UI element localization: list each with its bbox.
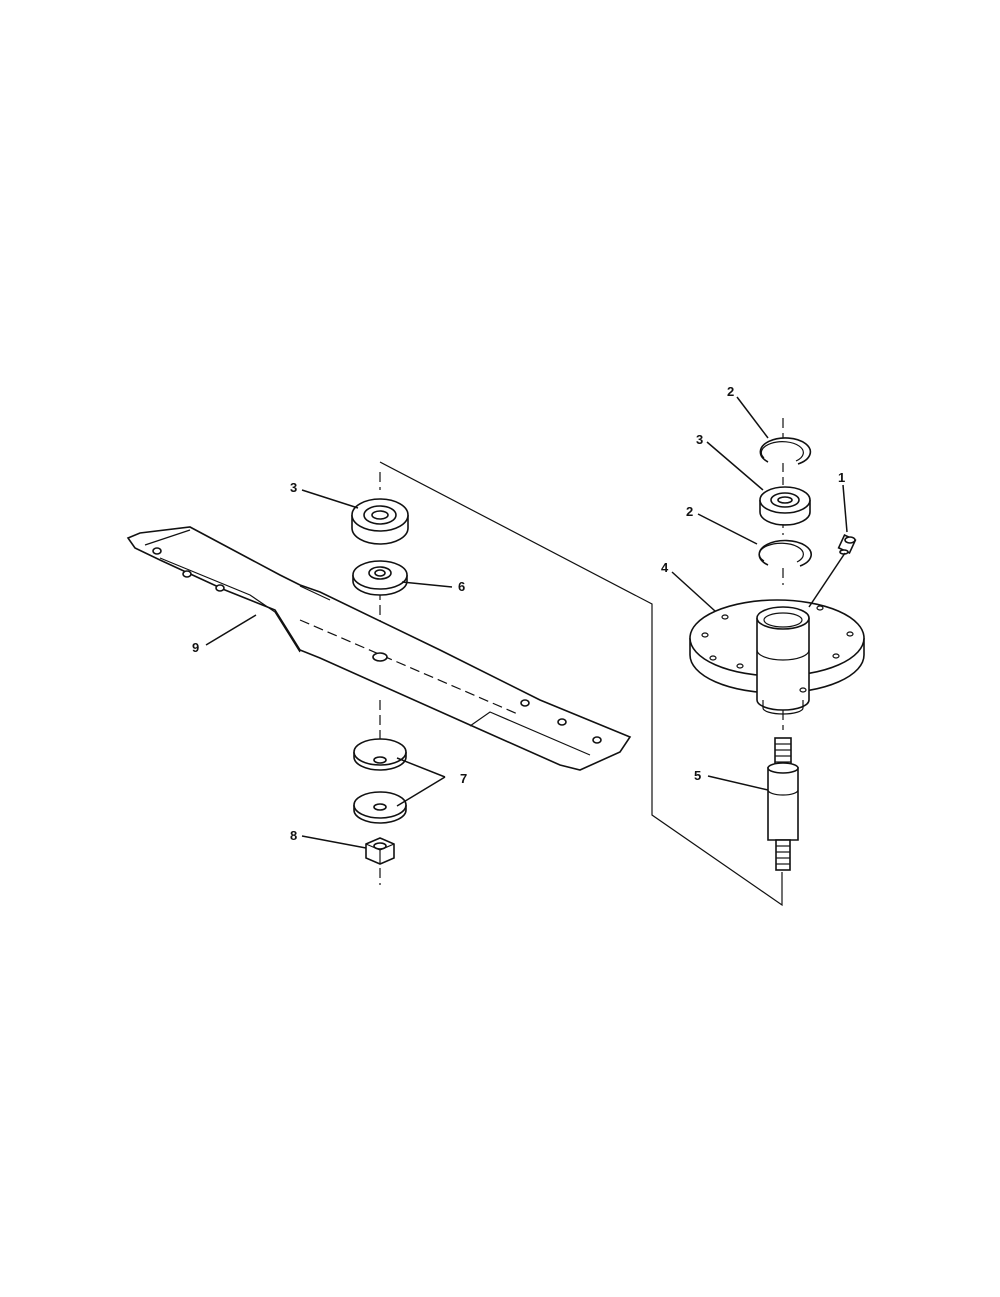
callout-5: 5 (694, 768, 701, 783)
callout-3-right: 3 (696, 432, 703, 447)
washer-upper (353, 738, 407, 771)
assembly-guide-lines (379, 418, 784, 907)
callout-8: 8 (290, 828, 297, 843)
spindle-housing (689, 599, 865, 715)
callout-2-upper: 2 (727, 384, 734, 399)
leader-lines (205, 396, 848, 849)
callout-3-left: 3 (290, 480, 297, 495)
mower-blade (126, 526, 632, 771)
callout-labels: 3 6 9 7 8 2 3 2 1 4 5 (192, 384, 845, 843)
retaining-ring-lower (758, 539, 812, 567)
bearing-left (351, 498, 409, 545)
grease-fitting (837, 534, 857, 555)
bearing-right (759, 486, 811, 526)
hex-nut (365, 837, 395, 865)
callout-9: 9 (192, 640, 199, 655)
spacer (352, 560, 408, 596)
callout-6: 6 (458, 579, 465, 594)
retaining-ring-upper (759, 437, 812, 465)
callout-1: 1 (838, 470, 845, 485)
callout-7: 7 (460, 771, 467, 786)
spindle-shaft (767, 737, 799, 871)
washer-lower (353, 791, 407, 824)
callout-2-lower: 2 (686, 504, 693, 519)
callout-4: 4 (661, 560, 669, 575)
